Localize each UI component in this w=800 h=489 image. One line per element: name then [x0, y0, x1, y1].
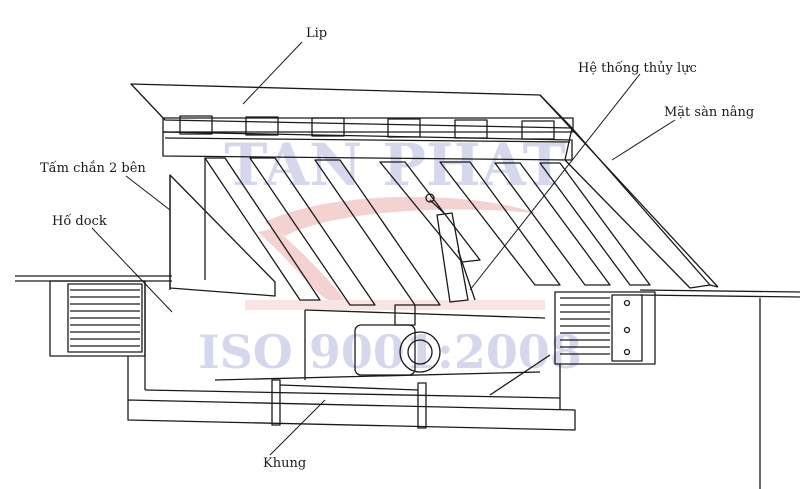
- deck-beams: [204, 157, 651, 306]
- leader-lip: [242, 41, 303, 105]
- watermark-swoosh-left: [258, 228, 345, 300]
- watermark-bottom-text: ISO 9001:2008: [198, 325, 582, 379]
- platform-side: [564, 127, 711, 289]
- leader-side-guard: [125, 175, 171, 211]
- watermark-swoosh-top: [265, 196, 540, 236]
- leader-platform: [611, 119, 676, 161]
- leader-dock-pit: [91, 227, 173, 313]
- watermark-top-text: TAN PHAT: [224, 131, 566, 199]
- floor-right: [639, 289, 800, 293]
- callout-leaders: [91, 41, 676, 456]
- label-lip: Lip: [306, 26, 328, 41]
- label-dock-pit: Hố dock: [52, 214, 107, 229]
- label-hydraulic-system: Hệ thống thủy lực: [578, 61, 697, 76]
- label-side-guard: Tấm chắn 2 bên: [40, 161, 146, 176]
- drawing-lines: [15, 41, 800, 489]
- platform-edge: [539, 94, 719, 288]
- power-unit: [354, 304, 441, 376]
- watermark: TAN PHAT ISO 9001:2008: [198, 131, 582, 379]
- leader-hydraulic: [469, 73, 641, 291]
- leader-frame: [269, 399, 326, 456]
- lip-plate: [130, 83, 573, 129]
- hydraulic-cylinder: [425, 193, 476, 303]
- label-platform-deck: Mặt sàn nâng: [664, 105, 755, 120]
- left-bumper: [49, 280, 146, 357]
- label-frame: Khung: [263, 456, 307, 471]
- right-bumper: [554, 291, 656, 365]
- base-frame: [127, 309, 576, 431]
